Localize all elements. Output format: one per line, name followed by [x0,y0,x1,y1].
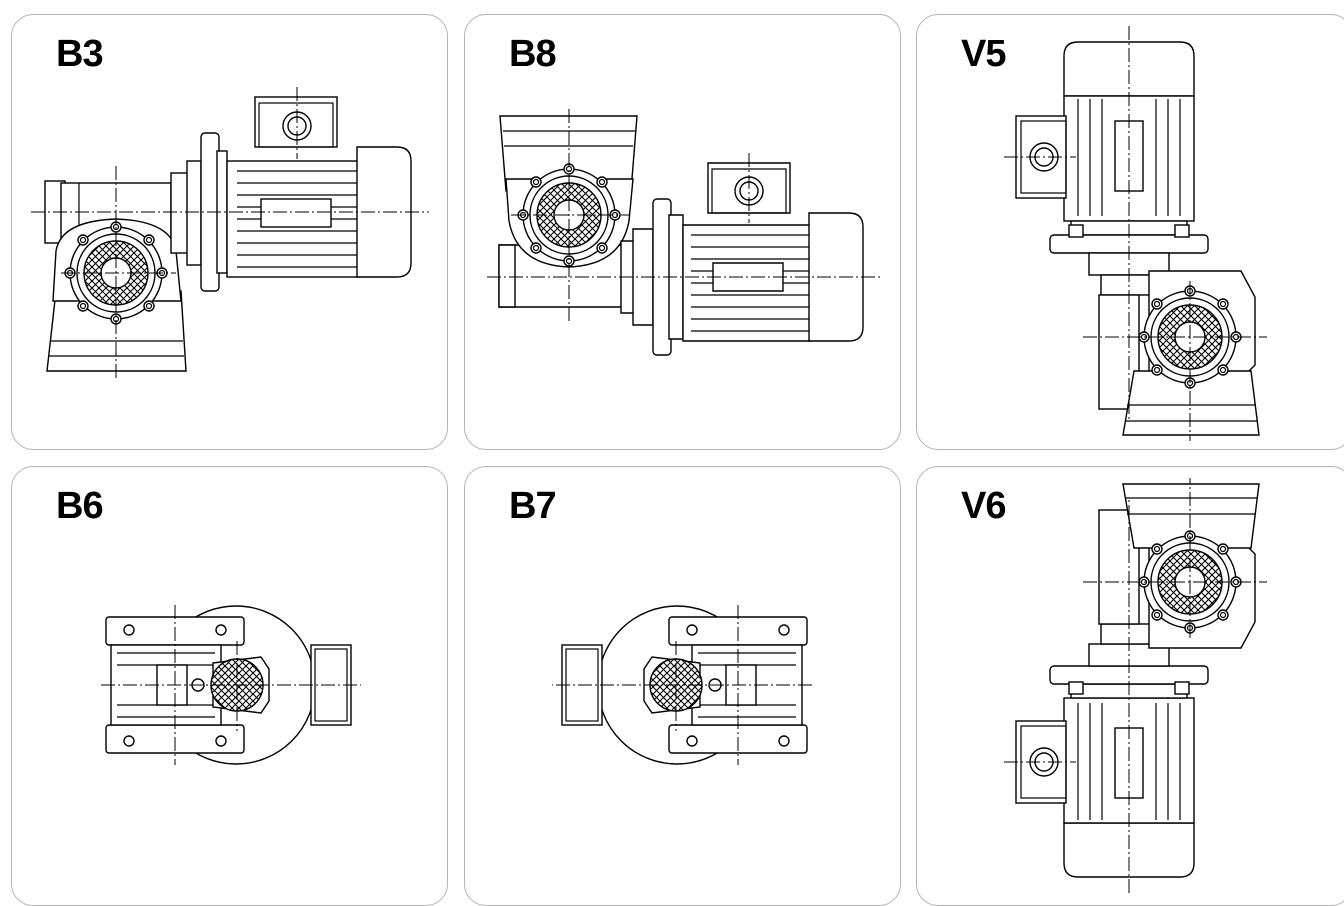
gearmotor-drawing-b6 [100,604,362,766]
gearmotor-drawing-b3 [30,86,430,382]
mounting-position-panel-v6: V6 [916,466,1344,906]
mounting-position-panel-v5: V5 [916,14,1344,450]
mounting-position-label: B7 [509,485,557,527]
mounting-position-label: B6 [56,485,104,527]
mounting-position-label: B3 [56,33,104,75]
mounting-position-panel-b8: B8 [464,14,901,450]
gearmotor-drawing-v5 [1003,25,1268,442]
gearmotor-drawing-b8 [465,15,901,450]
mounting-position-panel-b6: B6 [11,466,448,906]
gearmotor-drawing-v6 [1003,477,1268,894]
mounting-position-panel-b3: B3 [11,14,448,450]
gearmotor-drawing-b7 [551,604,813,766]
mounting-position-panel-b7: B7 [464,466,901,906]
mounting-position-label: V5 [961,33,1006,75]
mounting-position-label: V6 [961,485,1006,527]
mounting-position-label: B8 [509,33,557,75]
